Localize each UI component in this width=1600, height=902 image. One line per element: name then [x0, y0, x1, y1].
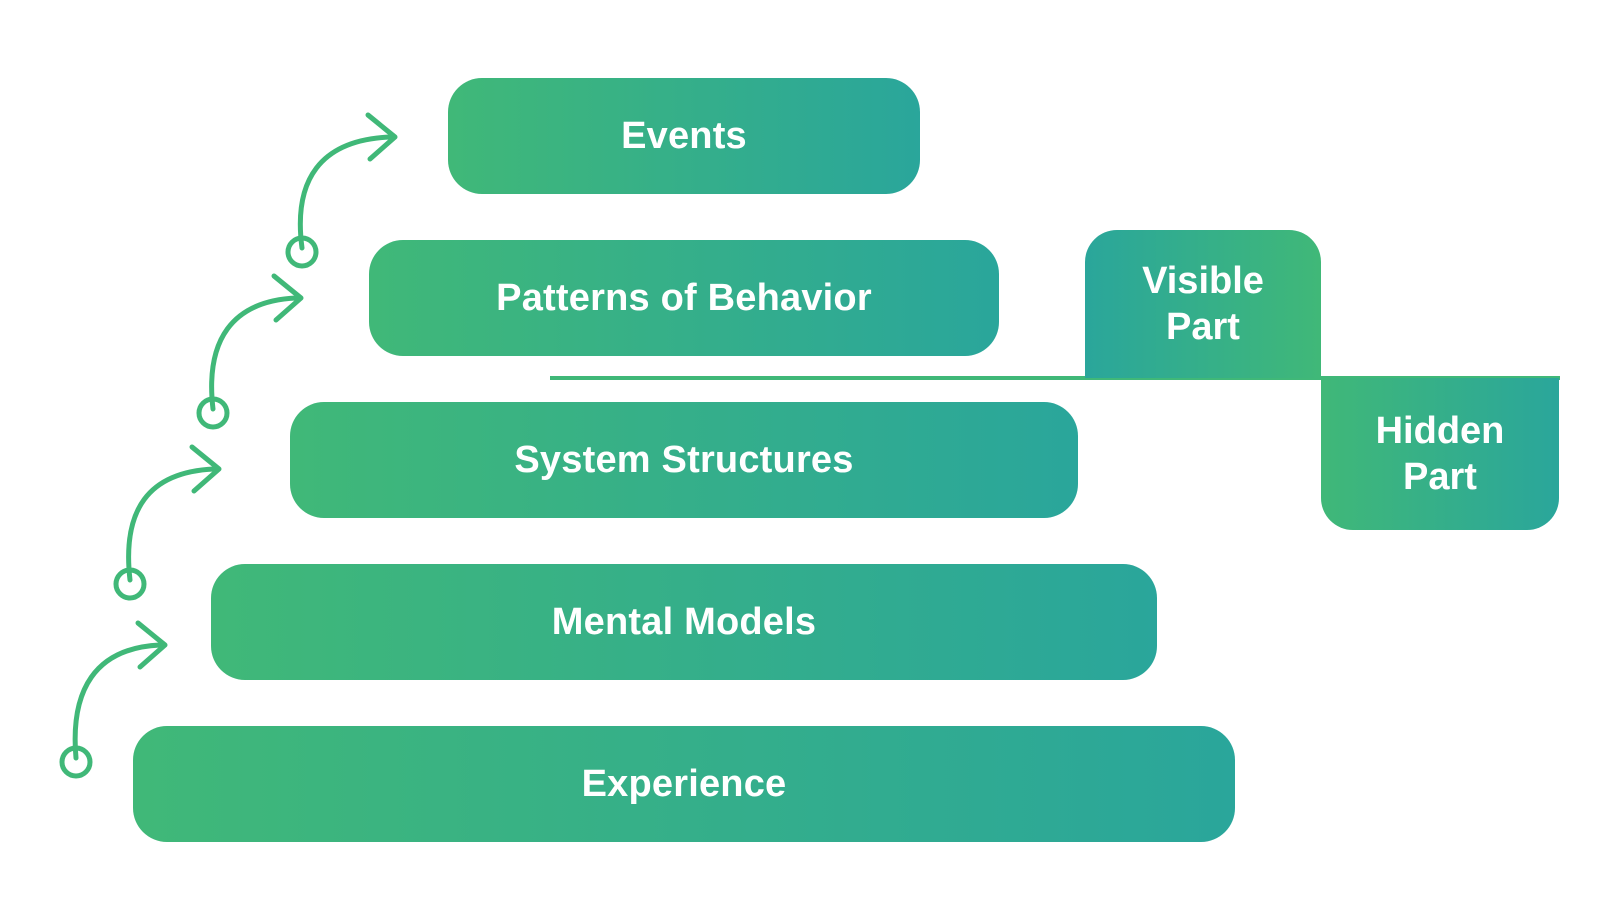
visible-part-tab: Visible Part	[1085, 230, 1321, 378]
hidden-part-label-line1: Hidden	[1375, 410, 1505, 452]
visible-part-label-line1: Visible	[1142, 260, 1264, 302]
hidden-part-label-line2: Part	[1403, 456, 1477, 498]
arrow-head-icon	[365, 112, 398, 162]
arrow-experience-to-mental-models	[59, 620, 168, 779]
arrow-curve	[126, 466, 217, 583]
arrow-system-structures-to-patterns	[196, 273, 304, 430]
layer-mental-models: Mental Models	[211, 564, 1157, 680]
arrow-head-icon	[135, 620, 168, 670]
layer-experience: Experience	[133, 726, 1235, 842]
visible-part-label-line2: Part	[1166, 306, 1240, 348]
layer-mental-models-label: Mental Models	[551, 600, 817, 643]
arrow-curve	[209, 295, 299, 412]
layer-experience-label: Experience	[581, 762, 787, 805]
arrow-patterns-to-events	[285, 112, 398, 269]
hidden-part-tab: Hidden Part	[1321, 378, 1559, 530]
visible-hidden-divider	[550, 376, 1560, 380]
arrow-head-icon	[271, 273, 304, 323]
layer-events: Events	[448, 78, 920, 194]
layer-patterns-label: Patterns of Behavior	[496, 276, 872, 319]
arrow-curve	[297, 134, 393, 251]
layer-patterns-of-behavior: Patterns of Behavior	[369, 240, 999, 356]
arrow-curve	[72, 642, 163, 761]
layer-events-label: Events	[621, 114, 747, 157]
arrow-mental-models-to-system-structures	[113, 444, 222, 601]
layer-system-structures: System Structures	[290, 402, 1078, 518]
layer-system-structures-label: System Structures	[514, 438, 854, 481]
arrow-head-icon	[189, 444, 222, 494]
